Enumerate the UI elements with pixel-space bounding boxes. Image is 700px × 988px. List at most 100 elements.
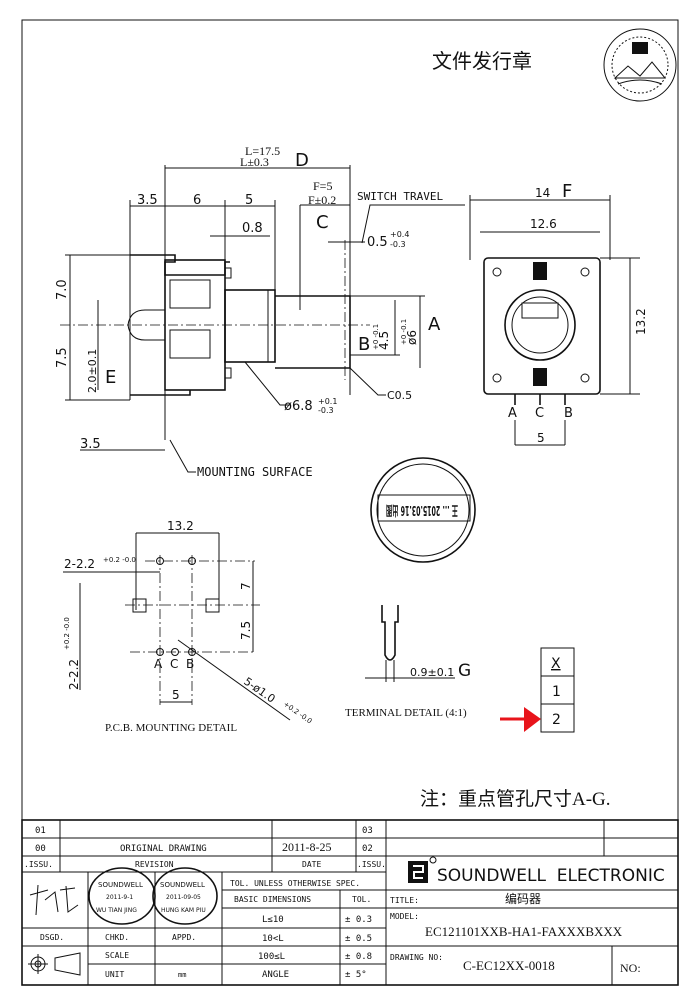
terminal-caption: TERMINAL DETAIL (4:1) — [345, 707, 467, 719]
dim-6-8: ø6.8 — [284, 399, 313, 414]
release-date-stamp: 王 ... 2015.03.16 出图 — [370, 457, 476, 563]
tol-value-2: ± 0.5 — [345, 934, 372, 944]
tol-range-1: L≤10 — [262, 915, 284, 925]
company-seal-logo — [603, 28, 677, 102]
mounting-surface-label: MOUNTING SURFACE — [197, 465, 313, 479]
tol-range-2: 10<L — [262, 934, 284, 944]
projection-symbol-icon — [28, 952, 81, 976]
dim-4-5-tol: +0 -0.1 — [372, 324, 380, 350]
model-label: MODEL: — [390, 912, 419, 921]
col-revision: REVISION — [135, 860, 174, 869]
title-label: TITLE: — [390, 896, 419, 905]
appd-label: APPD. — [172, 933, 196, 942]
pad-tol-h: +0.2 -0.0 — [103, 556, 136, 564]
key-dimensions-note: 注：重点管孔尺寸A-G. — [420, 788, 611, 810]
option-2-selected: 2 — [552, 712, 561, 728]
pcb-caption: P.C.B. MOUNTING DETAIL — [105, 722, 237, 734]
pcb-pin-b: B — [186, 657, 194, 671]
chamfer-label: C0.5 — [387, 389, 412, 402]
dim-6-dia-tol: +0 -0.1 — [400, 319, 408, 345]
pcb-pin-a: A — [154, 657, 163, 671]
drawing-no-label: DRAWING NO: — [390, 953, 443, 962]
travel-tol-plus: +0.4 — [390, 230, 409, 239]
pcb-dim-7: 7 — [239, 582, 253, 590]
soundwell-logo-icon — [408, 856, 437, 883]
option-1: 1 — [552, 684, 561, 700]
rev-date-00: 2011-8-25 — [282, 840, 332, 854]
dim-5-front: 5 — [537, 431, 545, 445]
label-g: G — [458, 661, 471, 681]
label-d: D — [295, 150, 309, 171]
pad-size-v: 2-2.2 — [67, 659, 81, 690]
dim-5: 5 — [245, 193, 253, 208]
switch-travel-label: SWITCH TRAVEL — [357, 190, 443, 203]
pcb-dim-7-5: 7.5 — [239, 621, 253, 640]
pad-tol-v: +0.2 -0.0 — [63, 617, 71, 650]
side-view: L=17.5 L±0.3 D F=5 F±0.2 C SWITCH TRAVEL… — [55, 144, 465, 479]
basic-dimensions: BASIC DIMENSIONS — [234, 895, 311, 904]
dim-0-8: 0.8 — [242, 221, 263, 236]
dim-6: 6 — [193, 193, 201, 208]
col-date: DATE — [302, 860, 321, 869]
rev-issu-00: 00 — [35, 844, 46, 854]
company-name: SOUNDWELL ELECTRONIC — [437, 866, 665, 886]
pcb-mounting-detail: 13.2 7 7.5 2-2.2 +0.2 -0.0 2-2.2 +0.2 -0… — [63, 519, 313, 734]
length-label: L=17.5 — [245, 144, 280, 158]
dim-6-8-tol-minus: -0.3 — [318, 406, 334, 415]
pcb-pin-c: C — [170, 657, 178, 671]
sheet-no-label: NO: — [620, 961, 641, 975]
tol-angle: ANGLE — [262, 970, 289, 980]
pcb-dim-13-2: 13.2 — [167, 519, 194, 533]
rev-issu-01: 01 — [35, 826, 46, 836]
dsgd-label: DSGD. — [40, 933, 64, 942]
designer-signature — [29, 884, 79, 916]
title-value: 编码器 — [505, 891, 541, 906]
title-block: 01 03 00 ORIGINAL DRAWING 2011-8-25 02 .… — [21, 819, 679, 986]
appd-stamp-company: SOUNDWELL — [160, 881, 205, 889]
tol-range-3: 100≤L — [258, 952, 285, 962]
approved-stamp: SOUNDWELL 2011-09-05 HUNG KAM PIU — [152, 867, 218, 925]
dim-6-dia: ø6 — [405, 330, 419, 345]
f-tol: F±0.2 — [308, 193, 336, 207]
tol-header: TOL. UNLESS OTHERWISE SPEC. — [230, 879, 360, 888]
tol-value-3: ± 0.8 — [345, 952, 372, 962]
terminal-dim: 0.9±0.1 — [410, 666, 454, 679]
label-c: C — [316, 212, 329, 233]
dim-3-5-bottom: 3.5 — [80, 437, 101, 452]
pcb-dim-5: 5 — [172, 688, 180, 702]
dim-4-5: 4.5 — [377, 331, 391, 350]
label-a: A — [428, 314, 441, 335]
travel-value: 0.5 — [367, 235, 388, 250]
dim-2-0: 2.0±0.1 — [86, 349, 99, 393]
pad-size-h: 2-2.2 — [64, 557, 95, 571]
tol-value-angle: ± 5° — [345, 970, 367, 980]
drawing-border — [21, 19, 679, 986]
tol-col: TOL. — [352, 895, 371, 904]
dim-13-2: 13.2 — [634, 308, 648, 335]
dim-7-0: 7.0 — [55, 279, 70, 300]
travel-tol-minus: -0.3 — [390, 240, 406, 249]
pin-b-label: B — [564, 406, 573, 421]
dim-12-6: 12.6 — [530, 217, 557, 231]
unit-value: mm — [178, 971, 186, 979]
doc-stamp-title: 文件发行章 — [432, 50, 532, 73]
terminal-detail: 0.9±0.1 G TERMINAL DETAIL (4:1) — [345, 605, 471, 719]
hole-tol: +0.2 -0.0 — [282, 700, 314, 725]
appd-stamp-name: HUNG KAM PIU — [161, 907, 206, 914]
length-tol: L±0.3 — [240, 155, 269, 169]
label-e: E — [105, 367, 116, 388]
drawing-no-value: C-EC12XX-0018 — [463, 958, 555, 973]
dim-14: 14 — [535, 186, 550, 200]
dim-3-5-top: 3.5 — [137, 193, 158, 208]
rev-issu-02: 02 — [362, 844, 373, 854]
label-f: F — [562, 181, 572, 202]
unit-label: UNIT — [105, 970, 124, 979]
rev-revision-00: ORIGINAL DRAWING — [120, 844, 207, 854]
dim-6-8-tol-plus: +0.1 — [318, 397, 337, 406]
option-header: X — [551, 656, 561, 672]
chkd-stamp-date: 2011-9-1 — [106, 894, 133, 901]
dim-7-5: 7.5 — [55, 347, 70, 368]
chkd-stamp-company: SOUNDWELL — [98, 881, 143, 889]
